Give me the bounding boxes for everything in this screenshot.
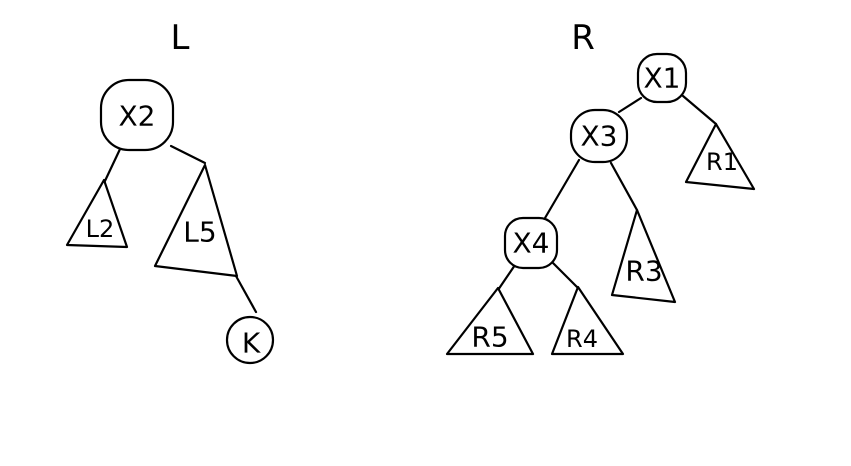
subtree-r4 [550,285,625,356]
node-x3-label: X3 [581,120,618,153]
subtree-l5 [153,163,239,278]
edge-x4-r5 [496,263,517,292]
left-tree-title: L [171,18,190,58]
node-k [225,315,275,365]
right-tree-title: R [571,18,595,58]
edge-x2-l2 [102,145,123,185]
subtree-r4-label: R4 [566,325,598,353]
edge-x2-l5 [169,144,207,165]
subtree-r3 [610,208,677,304]
node-x2 [99,78,175,152]
subtree-l2 [65,178,129,249]
node-x2-label: X2 [119,100,156,133]
edge-x4-r4 [550,260,580,290]
node-x1 [636,52,688,104]
subtree-r5-label: R5 [471,321,508,354]
edge-x1-x3 [617,96,643,114]
edge-l5-k [234,274,258,314]
node-k-label: K [242,327,261,360]
node-x4-label: X4 [513,227,550,260]
subtree-r1-label: R1 [706,148,738,176]
node-x3 [569,108,629,164]
node-x4 [503,216,559,270]
subtree-r5 [445,286,535,356]
subtree-l2-label: L2 [86,215,115,243]
edge-x1-r1 [681,94,718,126]
subtree-r1 [684,122,756,191]
subtree-r3-label: R3 [625,255,662,288]
edge-x3-r3 [609,161,639,212]
subtree-l5-label: L5 [183,216,216,249]
edge-x3-x4 [543,158,581,220]
node-x1-label: X1 [644,62,681,95]
